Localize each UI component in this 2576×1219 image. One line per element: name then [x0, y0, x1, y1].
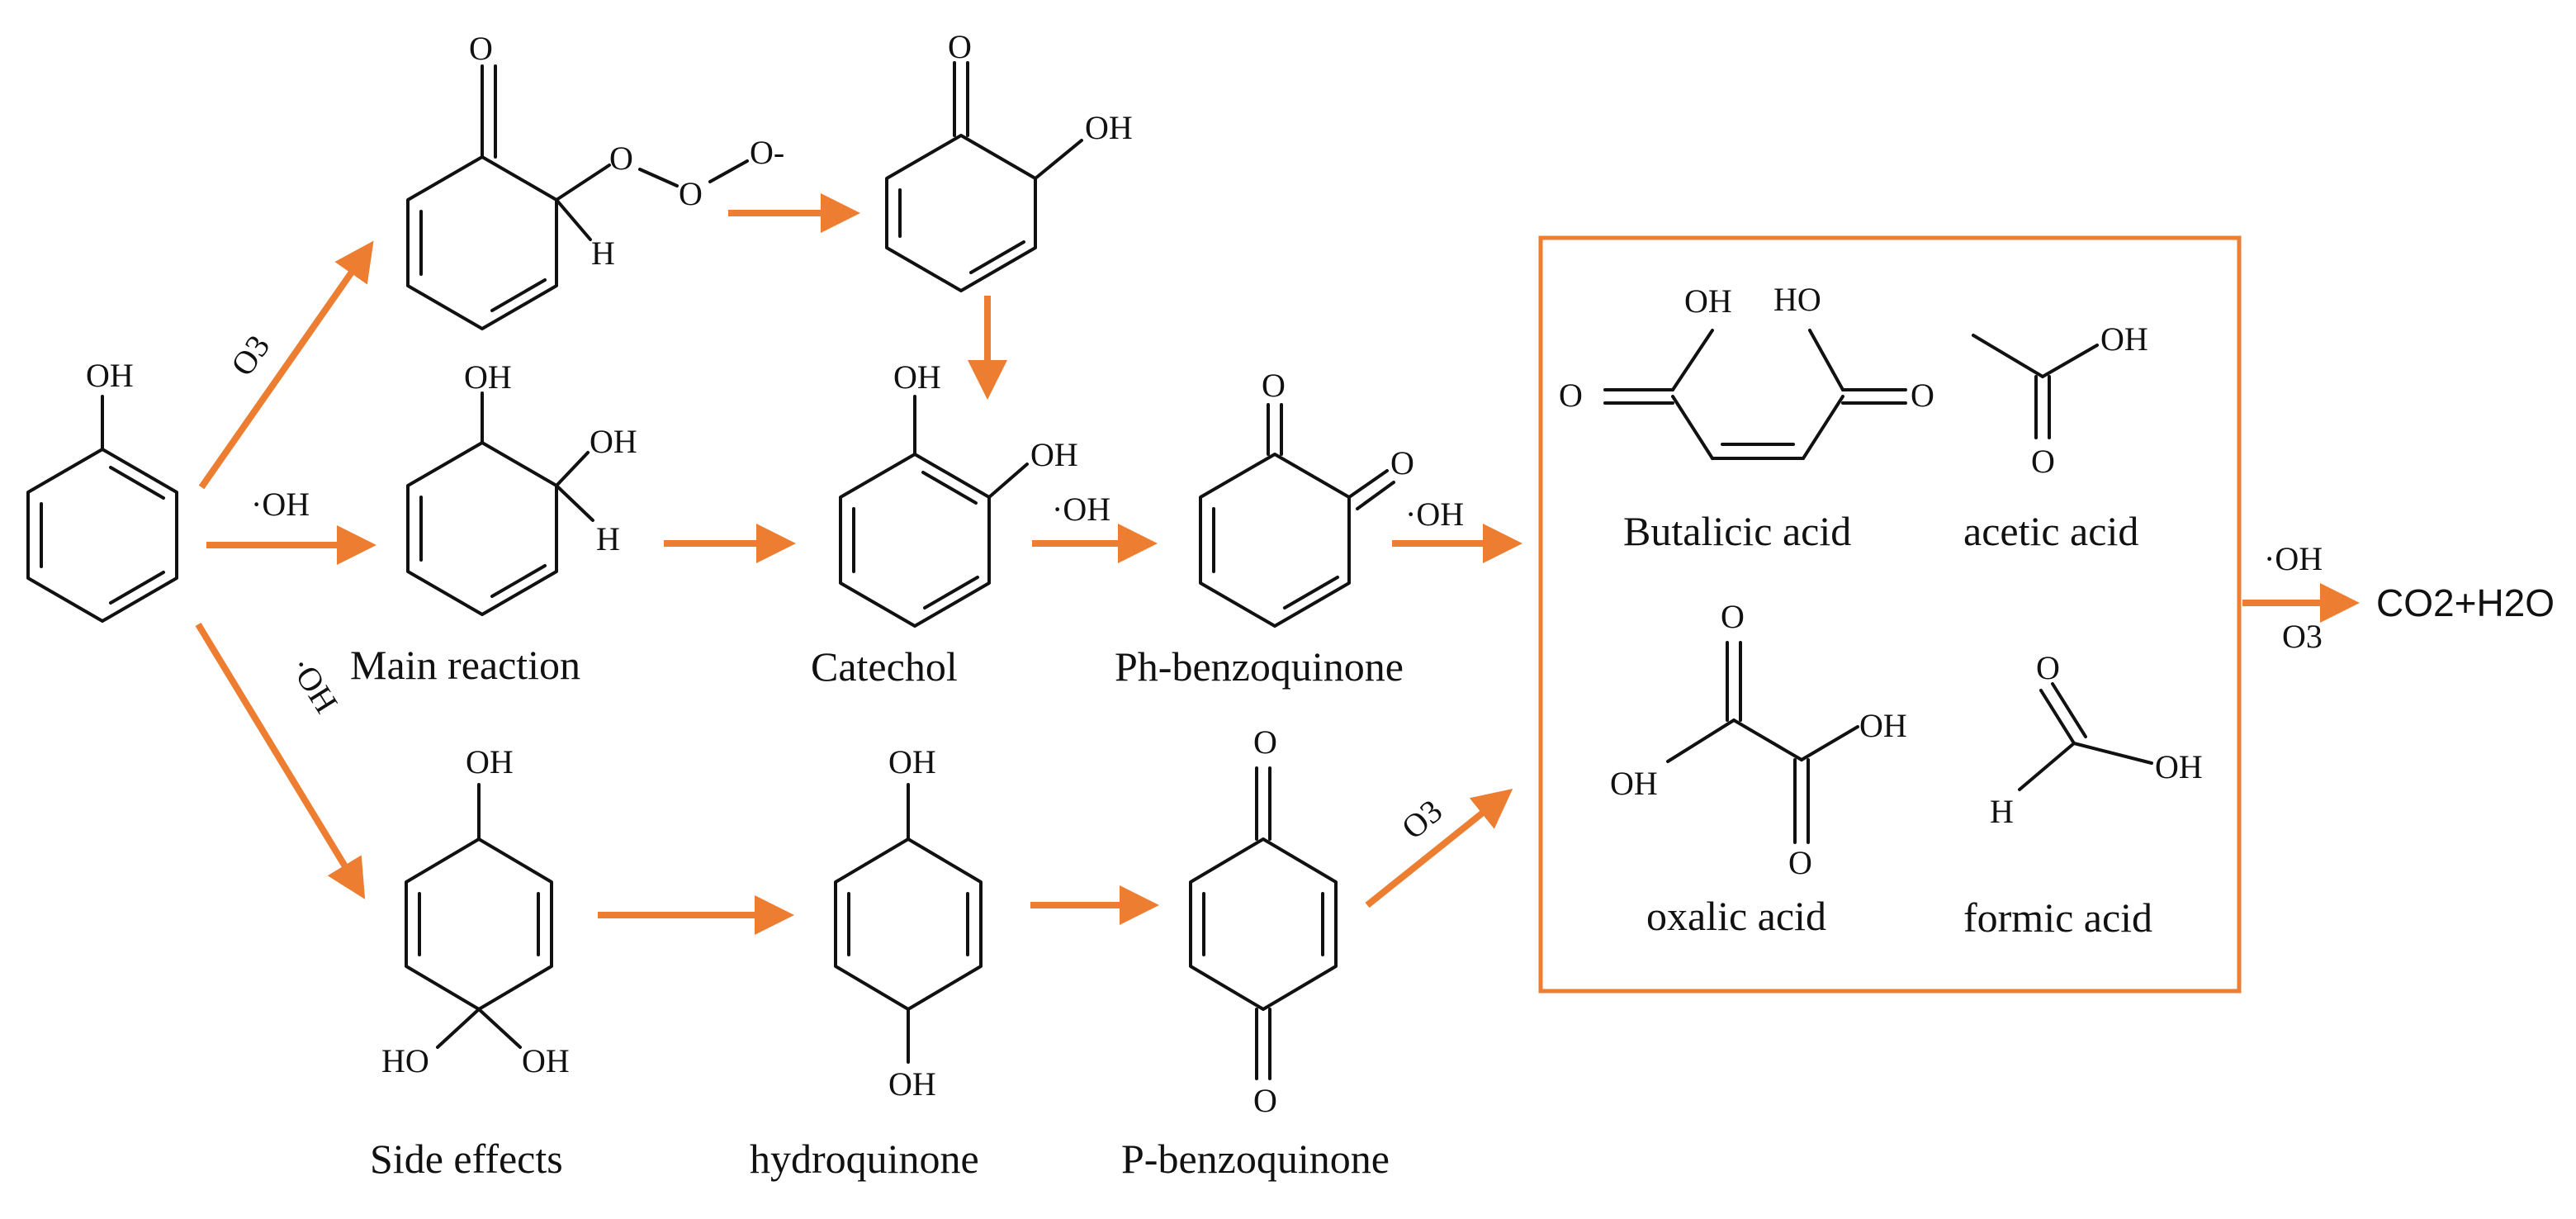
pbq-o-top: O	[1253, 723, 1277, 761]
sei-oh-top: OH	[466, 743, 514, 780]
ba-oh-left: OH	[1684, 282, 1732, 320]
ba-o-right: O	[1911, 377, 1934, 414]
side-effect-intermediate-structure: OH HO OH	[381, 743, 570, 1079]
small-acids-box	[1538, 235, 2242, 994]
oa-o-top: O	[1721, 598, 1745, 635]
ph-benzoquinone-structure: O O	[1199, 367, 1414, 628]
fa-o: O	[2036, 649, 2060, 686]
label-side-effects: Side effects	[370, 1136, 563, 1182]
label-butalicic-acid: Butalicic acid	[1623, 508, 1851, 554]
catechol-oh-right: OH	[1030, 436, 1078, 473]
label-ph-benzoquinone: Ph-benzoquinone	[1115, 643, 1404, 690]
hq-oh-bottom: OH	[888, 1065, 936, 1103]
reagent-oh-middle: ·OH	[251, 486, 310, 523]
reagent-oh-catechol: ·OH	[1052, 491, 1110, 528]
catechol-oh-top: OH	[893, 358, 941, 396]
reagent-o3-final: O3	[2282, 618, 2323, 655]
label-hydroquinone: hydroquinone	[750, 1136, 979, 1182]
hcd-carbonyl-o: O	[948, 28, 972, 65]
butalicic-acid-structure: O OH HO O	[1559, 281, 1934, 460]
ba-ho-right: HO	[1773, 281, 1821, 318]
phenol-structure: OH	[26, 357, 178, 623]
reaction-arrows	[195, 193, 2360, 935]
label-main-reaction: Main reaction	[350, 642, 580, 688]
reagent-o3-top: O3	[224, 328, 277, 382]
sei-oh-bottom-right: OH	[522, 1042, 570, 1079]
reagent-oh-phbq: ·OH	[1405, 496, 1464, 533]
phbq-o-right: O	[1390, 444, 1414, 481]
p-benzoquinone-structure: O O	[1189, 723, 1338, 1119]
reagent-oh-final: ·OH	[2264, 540, 2323, 577]
oa-o-bottom: O	[1788, 844, 1812, 881]
peroxy-h: H	[591, 235, 615, 272]
fa-h: H	[1990, 793, 2014, 830]
hydroxy-cyclohexadienone-structure: O OH	[885, 28, 1133, 292]
oa-oh-right: OH	[1859, 707, 1907, 744]
acetic-acid-structure: OH O	[1972, 320, 2148, 480]
label-catechol: Catechol	[811, 643, 958, 690]
catechol-structure: OH OH	[839, 358, 1078, 628]
peroxy-o1: O	[609, 140, 633, 177]
peroxy-intermediate-structure: O O O O- H	[406, 30, 784, 330]
aa-oh: OH	[2100, 320, 2148, 358]
formic-acid-structure: O OH H	[1990, 649, 2203, 830]
hydroquinone-structure: OH OH	[834, 743, 983, 1103]
dihydroxy-intermediate-structure: OH OH H	[406, 358, 637, 616]
phbq-o-top: O	[1262, 367, 1286, 404]
reagent-oh-bottom: ·OH	[282, 650, 345, 719]
dhi-oh-top: OH	[464, 358, 512, 396]
dhi-h: H	[596, 520, 620, 557]
hcd-oh: OH	[1085, 109, 1133, 146]
peroxy-carbonyl-o: O	[469, 30, 493, 67]
phenol-oh-label: OH	[86, 357, 134, 394]
oa-oh-left: OH	[1610, 765, 1658, 802]
label-acetic-acid: acetic acid	[1963, 508, 2138, 554]
label-formic-acid: formic acid	[1963, 894, 2152, 941]
final-products: CO2+H2O	[2376, 581, 2555, 624]
label-oxalic-acid: oxalic acid	[1646, 893, 1826, 939]
arrow-phenol-to-peroxy	[198, 240, 374, 490]
pbq-o-bottom: O	[1253, 1082, 1277, 1119]
reagent-o3-pbq: O3	[1395, 792, 1449, 847]
fa-oh: OH	[2155, 748, 2203, 785]
arrow-pbq-to-acids	[1365, 789, 1513, 908]
peroxy-o-minus: O-	[750, 134, 784, 171]
peroxy-o2: O	[679, 175, 703, 212]
ba-o-left: O	[1559, 377, 1583, 414]
hq-oh-top: OH	[888, 743, 936, 780]
dhi-oh-right: OH	[590, 423, 637, 460]
arrow-phenol-to-side	[195, 622, 366, 899]
label-p-benzoquinone: P-benzoquinone	[1121, 1136, 1390, 1182]
aa-o: O	[2031, 443, 2055, 480]
oxalic-acid-structure: O OH OH O	[1610, 598, 1907, 881]
sei-ho-bottom-left: HO	[381, 1042, 429, 1079]
